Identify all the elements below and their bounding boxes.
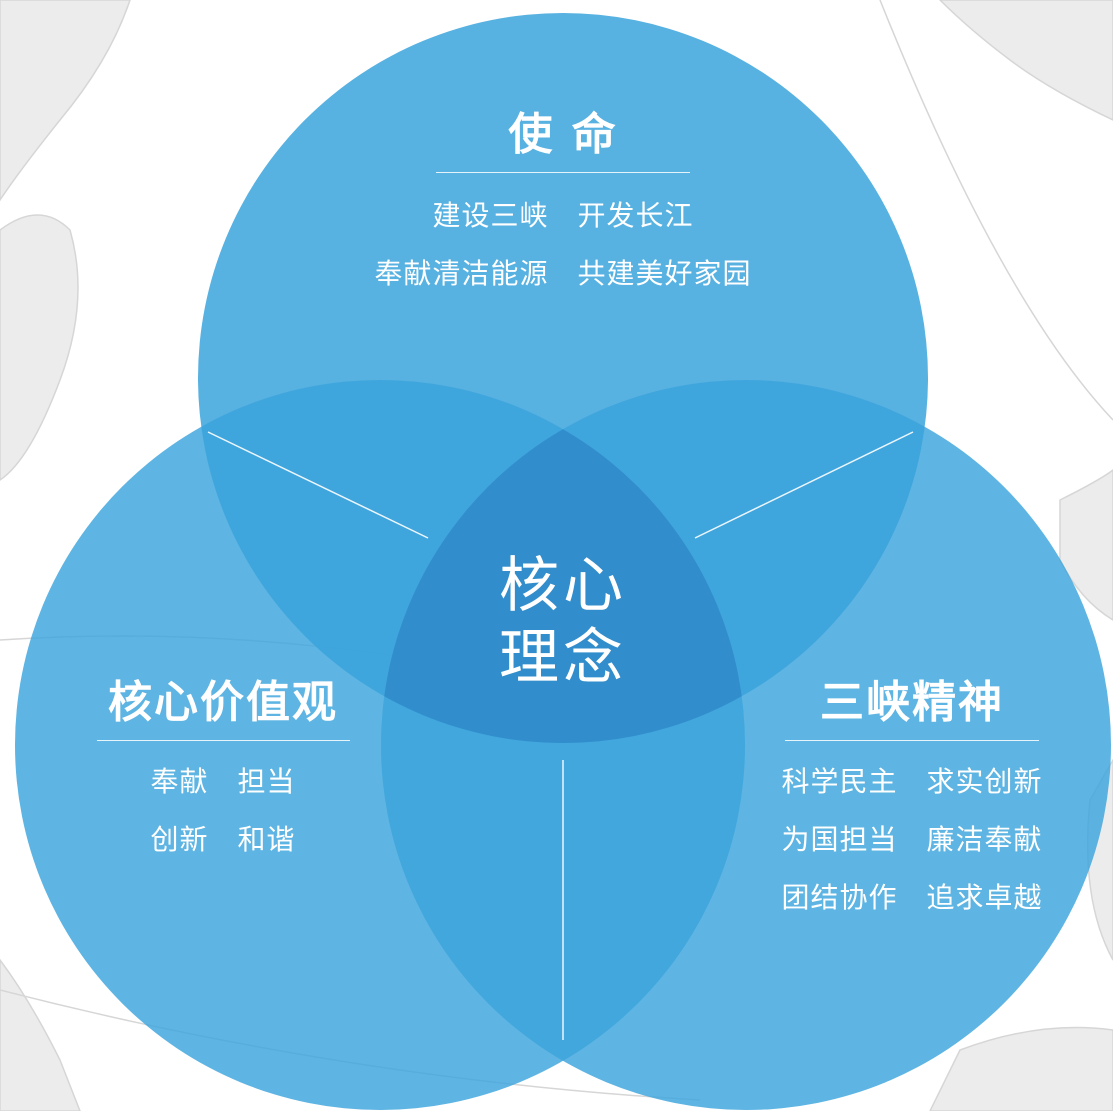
divider-lines	[207, 431, 914, 1040]
values-line-2: 创新 和谐	[150, 823, 296, 856]
mission-title: 使 命	[508, 109, 618, 160]
mission-line-2: 奉献清洁能源 共建美好家园	[374, 257, 752, 290]
core-overlap	[381, 380, 745, 743]
values-title: 核心价值观	[108, 677, 338, 728]
spirit-line-3: 团结协作 追求卓越	[781, 881, 1043, 914]
spirit-title: 三峡精神	[820, 677, 1004, 728]
core-line-1: 核心	[499, 551, 627, 621]
mission-divider	[436, 172, 690, 173]
spirit-line-1: 科学民主 求实创新	[781, 765, 1043, 798]
core-line-2: 理念	[499, 623, 627, 693]
spirit-line-2: 为国担当 廉洁奉献	[781, 823, 1043, 856]
values-line-1: 奉献 担当	[150, 765, 296, 798]
values-divider	[97, 740, 350, 741]
spirit-divider	[785, 740, 1039, 741]
mission-line-1: 建设三峡 开发长江	[432, 199, 694, 232]
